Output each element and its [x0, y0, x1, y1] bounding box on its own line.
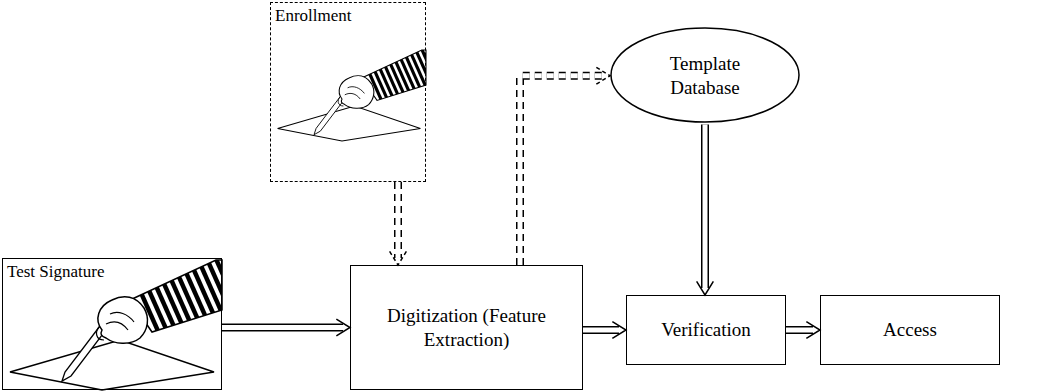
sleeve-stripe	[406, 43, 434, 106]
arrow-head	[697, 281, 714, 295]
finger-lines	[97, 312, 134, 340]
sleeve-stripe	[158, 250, 198, 340]
hand	[98, 297, 148, 344]
double-arrow-connector	[697, 125, 714, 296]
connector-outer	[394, 182, 402, 258]
double-arrow-connector	[786, 322, 820, 339]
sleeve-stripe	[388, 43, 416, 106]
output-box: Access	[820, 295, 1000, 365]
process-box: Verification	[626, 295, 786, 365]
ellipse-outline	[610, 27, 800, 125]
double-arrow-connector	[520, 67, 610, 265]
paper-sheet	[278, 106, 421, 141]
sleeve-stripe	[149, 250, 189, 340]
double-arrow-connector	[222, 319, 350, 336]
input-box: Test Signature	[2, 258, 222, 390]
finger-lines	[338, 87, 364, 106]
arrow-head	[390, 251, 407, 265]
sleeve-stripe	[167, 250, 207, 340]
process-box: Digitization (Feature Extraction)	[350, 265, 583, 390]
connector-outer	[786, 326, 813, 334]
connector-inner	[396, 182, 401, 258]
sleeve-stripe	[413, 43, 441, 106]
connector-outer	[701, 125, 709, 289]
paper-sheet	[10, 340, 214, 390]
node-label: Digitization (Feature Extraction)	[387, 304, 547, 352]
connector-outer	[520, 76, 603, 265]
double-arrow-connector	[583, 322, 626, 339]
double-arrow-connector	[390, 182, 407, 265]
connector-inner	[520, 76, 603, 265]
node-label: Access	[883, 318, 937, 342]
connector-outer	[222, 324, 343, 332]
connector-inner	[703, 125, 708, 289]
sleeve-stripe	[425, 43, 453, 106]
connector-inner	[786, 328, 813, 333]
sleeve-stripe	[375, 43, 403, 106]
node-label: Verification	[661, 318, 751, 342]
arrow-head	[612, 322, 626, 339]
arrow-head	[596, 67, 610, 84]
hand	[339, 76, 374, 109]
connector-outer	[583, 326, 619, 334]
sleeve-stripe	[419, 43, 447, 106]
connector-inner	[583, 328, 619, 333]
arrow-head	[336, 319, 350, 336]
connector-inner	[222, 325, 343, 330]
enrollment-box: Enrollment	[270, 2, 426, 182]
node-label: Template Database	[645, 52, 765, 100]
database-ellipse: Template Database	[610, 27, 800, 125]
sleeve-stripe	[381, 43, 409, 106]
node-label: Test Signature	[7, 261, 104, 282]
arrow-head	[806, 322, 820, 339]
signing-hand-illustration	[278, 43, 454, 141]
node-label: Enrollment	[275, 5, 351, 26]
